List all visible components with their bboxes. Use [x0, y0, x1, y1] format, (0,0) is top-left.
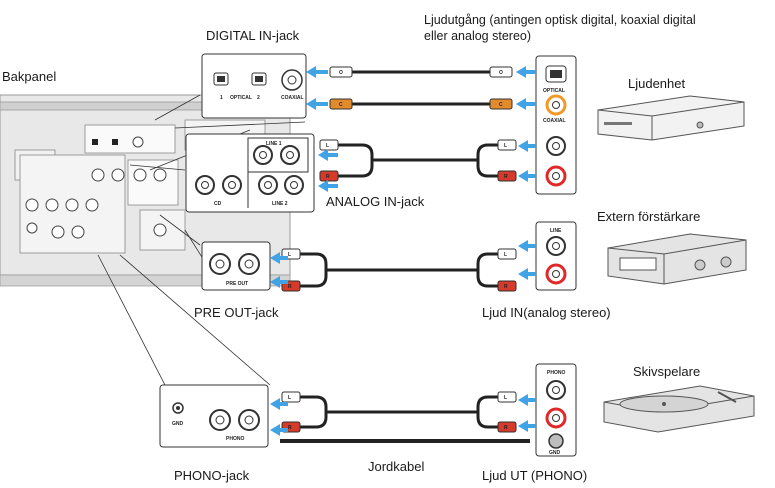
amp-line-label: LINE	[550, 228, 562, 234]
pre-out-rca-cable	[300, 252, 498, 288]
coaxial-cable: C C	[329, 98, 513, 110]
phono-jack-label: PHONO-jack	[174, 468, 250, 483]
audio-out-phono-label: Ljud UT (PHONO)	[482, 468, 588, 483]
pre-out-jack-label: PRE OUT-jack	[194, 305, 279, 320]
digital-in-label-optical: OPTICAL	[230, 95, 252, 101]
phono-plug-l-right: L	[504, 395, 507, 401]
turntable-device-illustration	[603, 385, 755, 433]
audio-in-label: Ljud IN(analog stereo)	[482, 305, 611, 320]
amp-input-panel: LINE	[535, 221, 577, 291]
digital-in-label-2: 2	[257, 95, 260, 101]
audio-unit-output-panel: OPTICAL COAXIAL	[535, 55, 577, 195]
preout-plug-l-right: L	[504, 252, 507, 258]
preout-plug-r-left: R	[288, 284, 292, 290]
audio-unit-label: Ljudenhet	[628, 76, 686, 91]
phono-label: PHONO	[226, 436, 244, 442]
coax-plug-left-letter: C	[339, 102, 343, 108]
audio-unit-optical-label: OPTICAL	[543, 88, 565, 94]
signal-arrows	[270, 66, 536, 436]
phono-plug-r-right: R	[504, 425, 508, 431]
pre-out-label: PRE OUT	[226, 281, 248, 287]
rca-plugs: L R L R L R L R L R L R	[281, 139, 517, 433]
analog-in-rca-cable	[338, 143, 498, 178]
ground-cable-label: Jordkabel	[368, 459, 425, 474]
optical-cable: O O	[329, 66, 513, 78]
audio-output-label: Ljudutgång (antingen optisk digital, koa…	[424, 13, 696, 27]
phono-panel: GND PHONO	[159, 384, 269, 448]
digital-in-label-1: 1	[220, 95, 223, 101]
turntable-label: Skivspelare	[633, 364, 701, 379]
audio-unit-device-illustration	[597, 95, 745, 141]
digital-in-panel: 1 OPTICAL 2 COAXIAL	[201, 53, 307, 119]
digital-in-jack-label: DIGITAL IN-jack	[206, 28, 300, 43]
audio-unit-coaxial-label: COAXIAL	[543, 118, 566, 124]
phono-plug-r-left: R	[288, 425, 292, 431]
analog-plug-l-right: L	[504, 143, 507, 149]
analog-in-label-line2: LINE 2	[272, 201, 288, 207]
analog-plug-r-right: R	[504, 174, 508, 180]
preout-plug-r-right: R	[504, 284, 508, 290]
external-amp-device-illustration	[607, 233, 747, 285]
analog-in-jack-label: ANALOG IN-jack	[326, 194, 425, 209]
preout-plug-l-left: L	[288, 252, 291, 258]
turntable-phono-label: PHONO	[547, 370, 565, 376]
analog-plug-l-left: L	[326, 143, 329, 149]
phono-rca-cable	[300, 395, 498, 429]
coax-plug-right-letter: C	[499, 102, 503, 108]
external-amp-label: Extern förstärkare	[597, 209, 701, 224]
phono-gnd-label: GND	[172, 421, 184, 427]
audio-output-label-line2: eller analog stereo)	[424, 29, 532, 43]
phono-plug-l-left: L	[288, 395, 291, 401]
analog-in-label-line1: LINE 1	[266, 141, 282, 147]
analog-in-label-cd: CD	[214, 201, 222, 207]
analog-plug-r-left: R	[326, 174, 330, 180]
optical-plug-right-letter: O	[499, 70, 503, 76]
turntable-gnd-label: GND	[549, 450, 561, 456]
analog-in-panel: LINE 1 CD LINE 2	[185, 133, 315, 213]
optical-plug-left-letter: O	[339, 70, 343, 76]
pre-out-panel: PRE OUT	[201, 241, 271, 291]
back-panel-label: Bakpanel	[2, 69, 57, 84]
turntable-output-panel: PHONO GND	[535, 363, 577, 457]
digital-in-label-coaxial: COAXIAL	[281, 95, 304, 101]
